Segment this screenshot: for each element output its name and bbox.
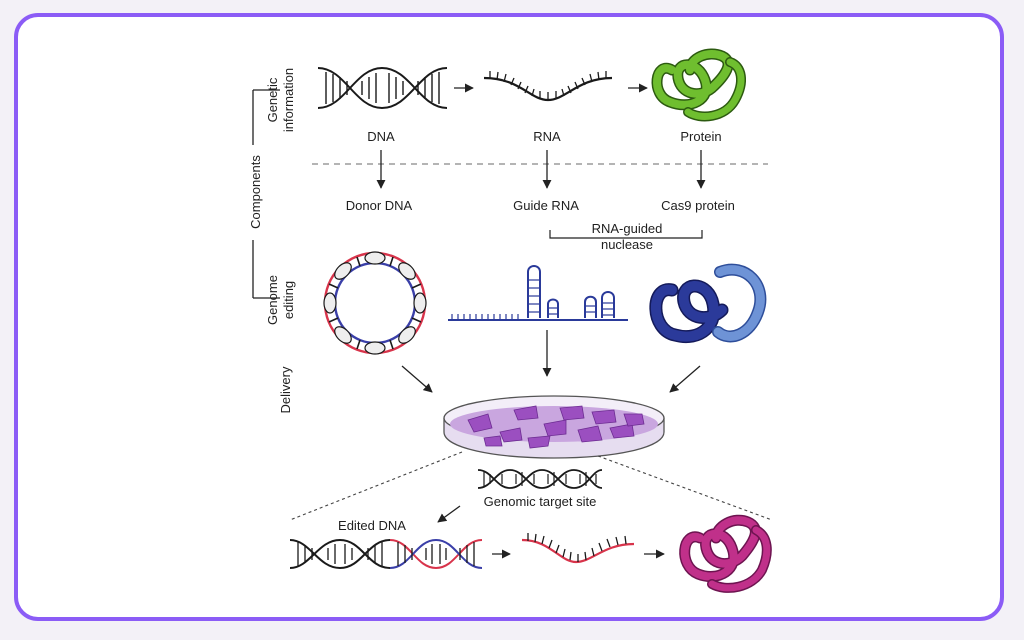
nuclease-bracket (549, 230, 703, 239)
svg-text:information: information (281, 68, 296, 132)
guide-rna-icon (448, 265, 628, 321)
cas9-to-dish-arrow (669, 365, 701, 393)
donor-to-dish-arrow (401, 365, 433, 393)
edited-protein-icon (679, 514, 772, 593)
svg-text:Genetic: Genetic (265, 77, 280, 122)
components-bracket (252, 89, 280, 299)
edited-dna-icon (289, 538, 483, 570)
zoom-line-right (597, 455, 773, 521)
donor-dna-label: Donor DNA (346, 198, 413, 213)
diagram-frame (14, 13, 1004, 621)
cas9-protein-label: Cas9 protein (661, 198, 735, 213)
genome-editing-label: Genome editing (265, 275, 296, 325)
rna-label: RNA (533, 129, 561, 144)
genomic-target-site-label: Genomic target site (484, 494, 597, 509)
edited-dna-label: Edited DNA (338, 518, 406, 533)
guide-rna-label: Guide RNA (513, 198, 579, 213)
target-to-edited-arrow (437, 505, 461, 523)
protein-icon (651, 48, 746, 122)
cas9-protein-icon (649, 263, 767, 343)
delivery-label: Delivery (278, 366, 293, 413)
svg-text:editing: editing (281, 281, 296, 319)
genomic-target-dna-icon (477, 469, 603, 489)
rna-guided-nuclease-label: RNA-guided nuclease (592, 221, 663, 252)
petri-dish-icon (443, 395, 665, 459)
dna-helix-icon (317, 66, 448, 110)
edited-rna-icon (521, 533, 635, 564)
genetic-information-label: Genetic information (265, 68, 296, 132)
dna-label: DNA (367, 129, 395, 144)
components-label: Components (248, 155, 263, 229)
protein-label: Protein (680, 129, 721, 144)
zoom-line-left (289, 451, 463, 521)
svg-text:RNA-guided: RNA-guided (592, 221, 663, 236)
svg-text:nuclease: nuclease (601, 237, 653, 252)
rna-strand-icon (483, 71, 613, 102)
svg-text:Genome: Genome (265, 275, 280, 325)
donor-plasmid-icon (323, 251, 427, 355)
